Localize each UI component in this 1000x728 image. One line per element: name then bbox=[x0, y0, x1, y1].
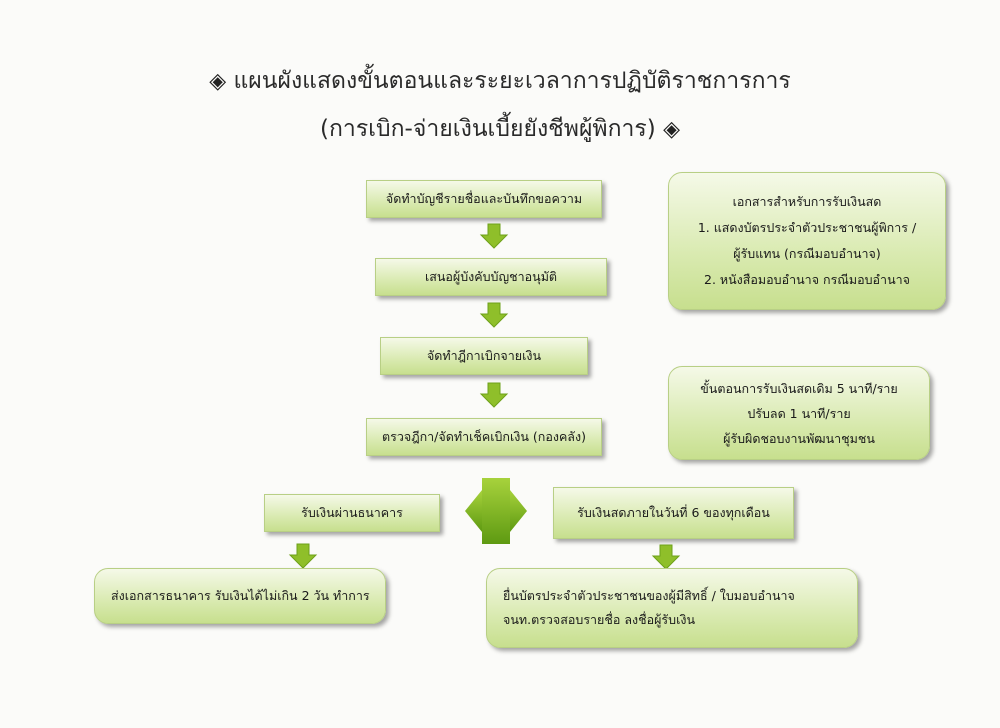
arrow-down-icon bbox=[479, 223, 509, 249]
split-arrow-icon bbox=[465, 478, 527, 544]
title-line-1: ◈ แผนผังแสดงขั้นตอนและระยะเวลาการปฏิบัติ… bbox=[209, 68, 791, 94]
title-line-2: (การเบิก-จ่ายเงินเบี้ยยังชีพผู้พิการ) ◈ bbox=[320, 116, 680, 142]
timing-note-box: ขั้นตอนการรับเงินสดเดิม 5 นาที/ราย ปรับล… bbox=[668, 366, 930, 460]
arrow-down-icon bbox=[651, 544, 681, 570]
bank-detail-box: ส่งเอกสารธนาคาร รับเงินได้ไม่เกิน 2 วัน … bbox=[94, 568, 386, 624]
bank-branch-box: รับเงินผ่านธนาคาร bbox=[264, 494, 440, 532]
arrow-down-icon bbox=[479, 382, 509, 408]
step-3-box: จัดทำฎีกาเบิกจายเงิน bbox=[380, 337, 588, 375]
diamond-icon: ◈ bbox=[663, 117, 680, 142]
step-1-box: จัดทำบัญชีรายชื่อและบันทึกขอความ bbox=[366, 180, 602, 218]
diamond-icon: ◈ bbox=[209, 69, 227, 94]
cash-detail-box: ยื่นบัตรประจำตัวประชาชนของผู้มีสิทธิ์ / … bbox=[486, 568, 858, 648]
step-2-box: เสนอผู้บังคับบัญชาอนุมัติ bbox=[375, 258, 607, 296]
arrow-down-icon bbox=[479, 302, 509, 328]
arrow-down-icon bbox=[288, 543, 318, 569]
cash-branch-box: รับเงินสดภายในวันที่ 6 ของทุกเดือน bbox=[553, 487, 794, 539]
documents-note-box: เอกสารสำหรับการรับเงินสด 1. แสดงบัตรประจ… bbox=[668, 172, 946, 310]
step-4-box: ตรวจฎีกา/จัดทำเช็คเบิกเงิน (กองคลัง) bbox=[366, 418, 602, 456]
